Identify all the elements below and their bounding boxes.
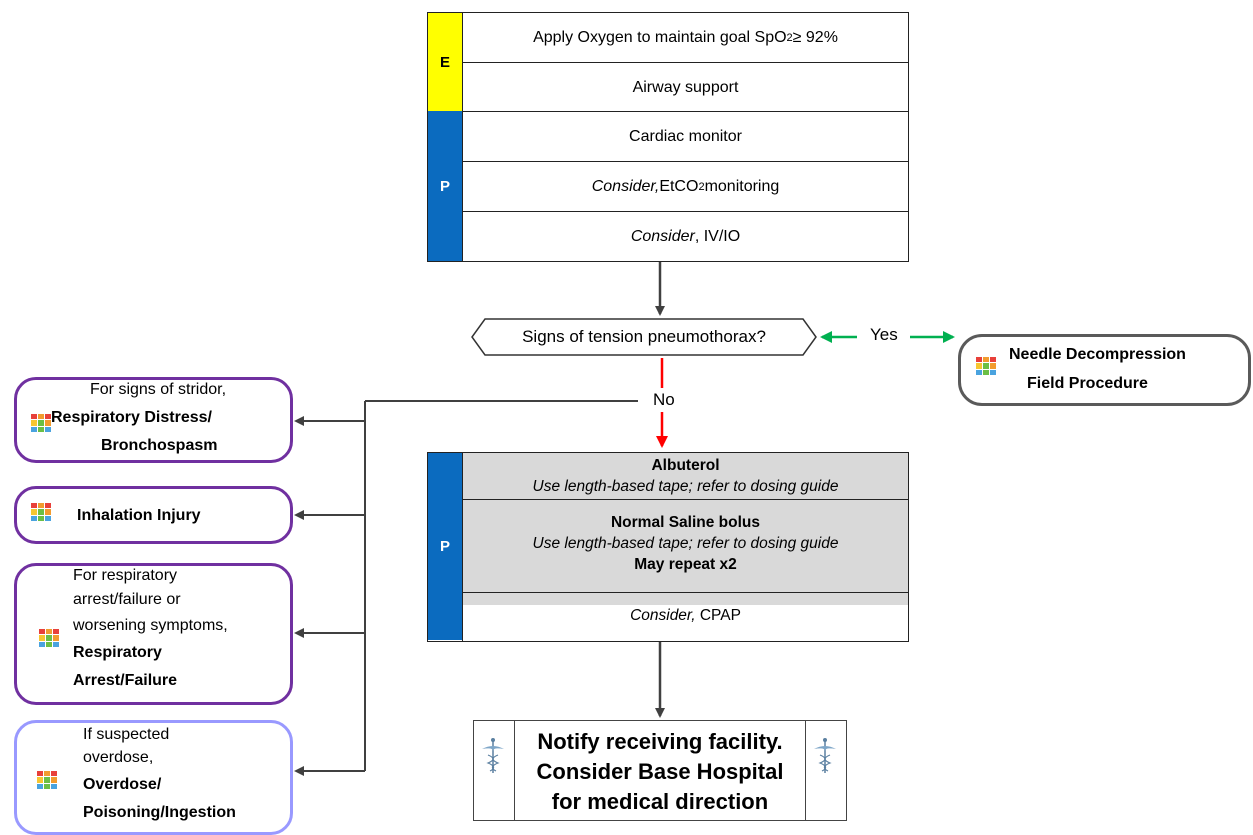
cpap-text: CPAP [695, 607, 741, 624]
albuterol-title: Albuterol [651, 457, 720, 474]
overdose-line4: Poisoning/Ingestion [83, 804, 236, 821]
airway-row: Airway support [462, 62, 908, 112]
tension-pneumothorax-decision: Signs of tension pneumothorax? [471, 318, 817, 356]
distress-line3: Bronchospasm [101, 437, 218, 454]
distress-line1: For signs of stridor, [90, 381, 227, 398]
etco2-post: monitoring [704, 178, 780, 195]
overdose-line3: Overdose/ [83, 776, 162, 793]
respiratory-distress-link[interactable]: For signs of stridor, Respiratory Distre… [14, 377, 293, 463]
arrest-line3: worsening symptoms, [73, 617, 228, 634]
needle-line1: Needle Decompression [1009, 346, 1186, 363]
needle-line2: Field Procedure [1027, 375, 1148, 392]
overdose-link[interactable]: If suspected overdose, Overdose/ Poisoni… [14, 720, 293, 835]
iv-row: Consider, IV/IO [462, 211, 908, 262]
iv-consider: Consider [630, 228, 695, 245]
saline-row: Normal Saline bolus Use length-based tap… [462, 499, 908, 605]
no-label: No [651, 390, 677, 410]
respiratory-arrest-link[interactable]: For respiratory arrest/failure or worsen… [14, 563, 293, 705]
yes-label: Yes [870, 325, 898, 344]
oxygen-goal: ≥ 92% [792, 28, 838, 46]
colored-grid-icon [39, 629, 59, 647]
octagon-shape [471, 318, 817, 356]
distress-line2: Respiratory Distress/ [51, 409, 212, 426]
treatment-table: P Albuterol Use length-based tape; refer… [427, 452, 909, 642]
albuterol-note: Use length-based tape; refer to dosing g… [532, 478, 839, 495]
etco2-consider: Consider, [591, 178, 660, 195]
albuterol-row: Albuterol Use length-based tape; refer t… [462, 453, 908, 501]
cardiac-text: Cardiac monitor [629, 128, 742, 145]
colored-grid-icon [37, 771, 57, 789]
overdose-line1: If suspected [83, 726, 170, 743]
saline-note: Use length-based tape; refer to dosing g… [532, 535, 839, 552]
decision-question: Signs of tension pneumothorax? [522, 327, 766, 346]
cpap-consider: Consider, [630, 607, 696, 624]
paramedic-level-tag: P [428, 453, 462, 640]
notify-text: Notify receiving facility. Consider Base… [514, 727, 806, 817]
etco2-sub: 2 [698, 181, 705, 193]
cardiac-row: Cardiac monitor [462, 111, 908, 162]
notify-line2: Consider Base Hospital [536, 759, 784, 784]
etco2-text: EtCO [659, 178, 699, 195]
ems-level-tag: E [428, 13, 462, 112]
paramedic-level-tag: P [428, 111, 462, 261]
inhalation-injury-link[interactable]: Inhalation Injury [14, 486, 293, 544]
arrest-line2: arrest/failure or [73, 591, 181, 608]
caduceus-icon [805, 721, 846, 820]
arrest-line1: For respiratory [73, 567, 178, 584]
needle-decompression-link[interactable]: Needle Decompression Field Procedure [958, 334, 1251, 406]
arrest-line4: Respiratory [73, 644, 162, 661]
colored-grid-icon [31, 414, 51, 432]
arrest-line5: Arrest/Failure [73, 672, 178, 689]
oxygen-text: Apply Oxygen to maintain goal SpO [533, 28, 787, 46]
oxygen-sub: 2 [786, 31, 793, 44]
iv-text: , IV/IO [694, 228, 741, 245]
colored-grid-icon [976, 357, 996, 375]
notify-facility-box: Notify receiving facility. Consider Base… [473, 720, 847, 821]
saline-repeat: May repeat x2 [634, 556, 737, 573]
saline-title: Normal Saline bolus [610, 514, 760, 531]
notify-line1: Notify receiving facility. [537, 729, 783, 754]
caduceus-icon [474, 721, 515, 820]
colored-grid-icon [31, 503, 51, 521]
airway-text: Airway support [632, 78, 739, 96]
inhalation-line1: Inhalation Injury [77, 507, 201, 524]
notify-line3: for medical direction [551, 789, 769, 814]
overdose-line2: overdose, [83, 749, 154, 766]
cpap-row: Consider, CPAP [462, 592, 908, 641]
